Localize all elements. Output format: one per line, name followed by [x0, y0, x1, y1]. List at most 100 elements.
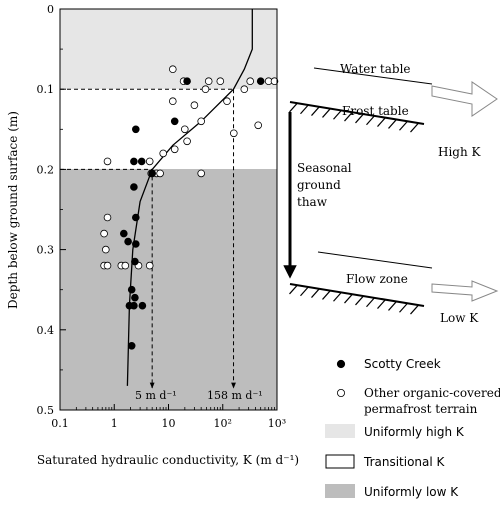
low-k-arrow	[431, 280, 499, 302]
scotty-creek-point-2	[137, 157, 146, 166]
other-terrain-point-16	[230, 129, 238, 138]
hatch-stroke	[366, 297, 375, 308]
y-tick-label-2: 0.2	[37, 163, 55, 176]
hatch-stroke	[344, 111, 353, 122]
other-terrain-point-11	[190, 101, 199, 109]
y-tick-label-5: 0.5	[37, 404, 55, 417]
x-axis-label: Saturated hydraulic conductivity, K (m d…	[37, 453, 299, 467]
hatch-stroke	[300, 104, 309, 115]
schematic: Water table Frost table High K Seasonal …	[283, 62, 499, 325]
flow-zone-lower-line	[289, 283, 425, 307]
other-terrain-point-10	[223, 97, 231, 105]
scotty-creek-point-4	[130, 183, 138, 191]
other-terrain-point-31	[121, 261, 130, 270]
scotty-creek-point-6	[183, 77, 191, 85]
x-tick-label-3: 10²	[214, 417, 232, 430]
hatch-stroke	[289, 102, 298, 113]
hatch-stroke	[322, 108, 331, 118]
hatch-stroke	[333, 291, 342, 302]
other-terrain-point-25	[103, 213, 112, 222]
reference-lines	[60, 88, 236, 389]
y-tick-label-4: 0.4	[37, 324, 55, 337]
hatch-stroke	[289, 284, 298, 295]
legend-symbol-transitional-k	[325, 454, 355, 469]
scotty-creek-point-15	[131, 293, 139, 302]
zone-transitional-k-band	[60, 89, 277, 169]
hatch-stroke	[355, 295, 364, 306]
seasonal-thaw-label: Seasonal ground thaw	[297, 161, 355, 209]
other-terrain-point-3	[216, 77, 225, 85]
ref-label-5: 5 m d⁻¹	[135, 389, 177, 402]
other-terrain-point-27	[102, 245, 110, 254]
legend-label-high-k: Uniformly high K	[364, 425, 465, 439]
other-terrain-point-4	[169, 97, 177, 105]
hatch-stroke	[377, 299, 386, 309]
ref-label-158: 158 m d⁻¹	[207, 389, 263, 402]
scotty-creek-point-11	[132, 240, 140, 248]
legend-symbol-low-k	[325, 484, 355, 498]
other-terrain-point-13	[181, 125, 189, 134]
scotty-creek-point-0	[132, 125, 140, 134]
scotty-creek-point-8	[132, 213, 140, 222]
hatch-stroke	[333, 109, 342, 120]
other-terrain-point-5	[201, 85, 210, 93]
flow-zone-label: Flow zone	[346, 272, 408, 286]
other-terrain-point-8	[270, 77, 279, 85]
legend-symbol-scotty-creek	[336, 359, 346, 369]
x-tick-label-1: 1	[111, 417, 118, 430]
scotty-creek-point-7	[256, 77, 265, 85]
other-terrain-point-17	[170, 145, 179, 154]
other-terrain-point-2	[204, 77, 213, 85]
frost-table-line	[289, 101, 425, 125]
other-terrain-point-29	[103, 261, 112, 270]
scotty-creek-point-9	[120, 229, 128, 238]
hatch-stroke	[388, 301, 397, 311]
legend-symbol-high-k	[325, 424, 355, 438]
y-axis-ticks: 00.10.20.30.40.5	[37, 3, 66, 417]
y-axis-label: Depth below ground surface (m)	[6, 111, 20, 309]
scotty-creek-point-18	[127, 341, 136, 350]
other-terrain-point-33	[145, 261, 154, 270]
legend-symbol-other-terrain	[336, 388, 345, 397]
other-terrain-point-23	[156, 169, 164, 178]
other-terrain-point-15	[254, 121, 263, 130]
x-tick-label-0: 0.1	[51, 417, 69, 430]
other-terrain-point-6	[246, 77, 255, 85]
x-tick-label-4: 10³	[268, 417, 286, 430]
hatch-stroke	[377, 117, 386, 127]
y-tick-label-3: 0.3	[37, 244, 55, 257]
scotty-creek-point-14	[127, 285, 136, 294]
hatch-stroke	[300, 286, 309, 297]
frost-table-label: Frost table	[342, 104, 409, 118]
scotty-creek-point-10	[124, 237, 132, 246]
frost-table-hatching	[289, 102, 419, 133]
other-terrain-point-20	[103, 157, 112, 166]
other-terrain-point-24	[197, 169, 206, 178]
hatch-stroke	[322, 290, 331, 300]
other-terrain-point-14	[183, 137, 191, 146]
legend-label-scotty-creek: Scotty Creek	[364, 357, 441, 371]
other-terrain-point-26	[100, 229, 108, 238]
other-terrain-point-12	[197, 117, 206, 126]
hatch-stroke	[355, 113, 364, 124]
scotty-creek-point-1	[130, 157, 138, 166]
legend-label-low-k: Uniformly low K	[364, 485, 459, 499]
other-terrain-point-18	[159, 149, 168, 158]
data-points	[100, 65, 279, 350]
legend-label-transitional-k: Transitional K	[363, 455, 446, 469]
hatch-stroke	[410, 122, 419, 133]
hatch-stroke	[311, 106, 320, 116]
high-k-arrow	[431, 81, 498, 117]
hatch-stroke	[311, 288, 320, 298]
scotty-creek-point-16	[130, 301, 138, 310]
hatch-stroke	[366, 115, 375, 126]
other-terrain-point-0	[169, 65, 177, 73]
low-k-label: Low K	[440, 311, 479, 325]
other-terrain-point-19	[145, 157, 154, 166]
scotty-creek-point-5	[170, 117, 179, 126]
hatch-stroke	[399, 302, 408, 313]
flow-zone-upper-line	[317, 251, 433, 269]
hatch-stroke	[388, 119, 397, 129]
